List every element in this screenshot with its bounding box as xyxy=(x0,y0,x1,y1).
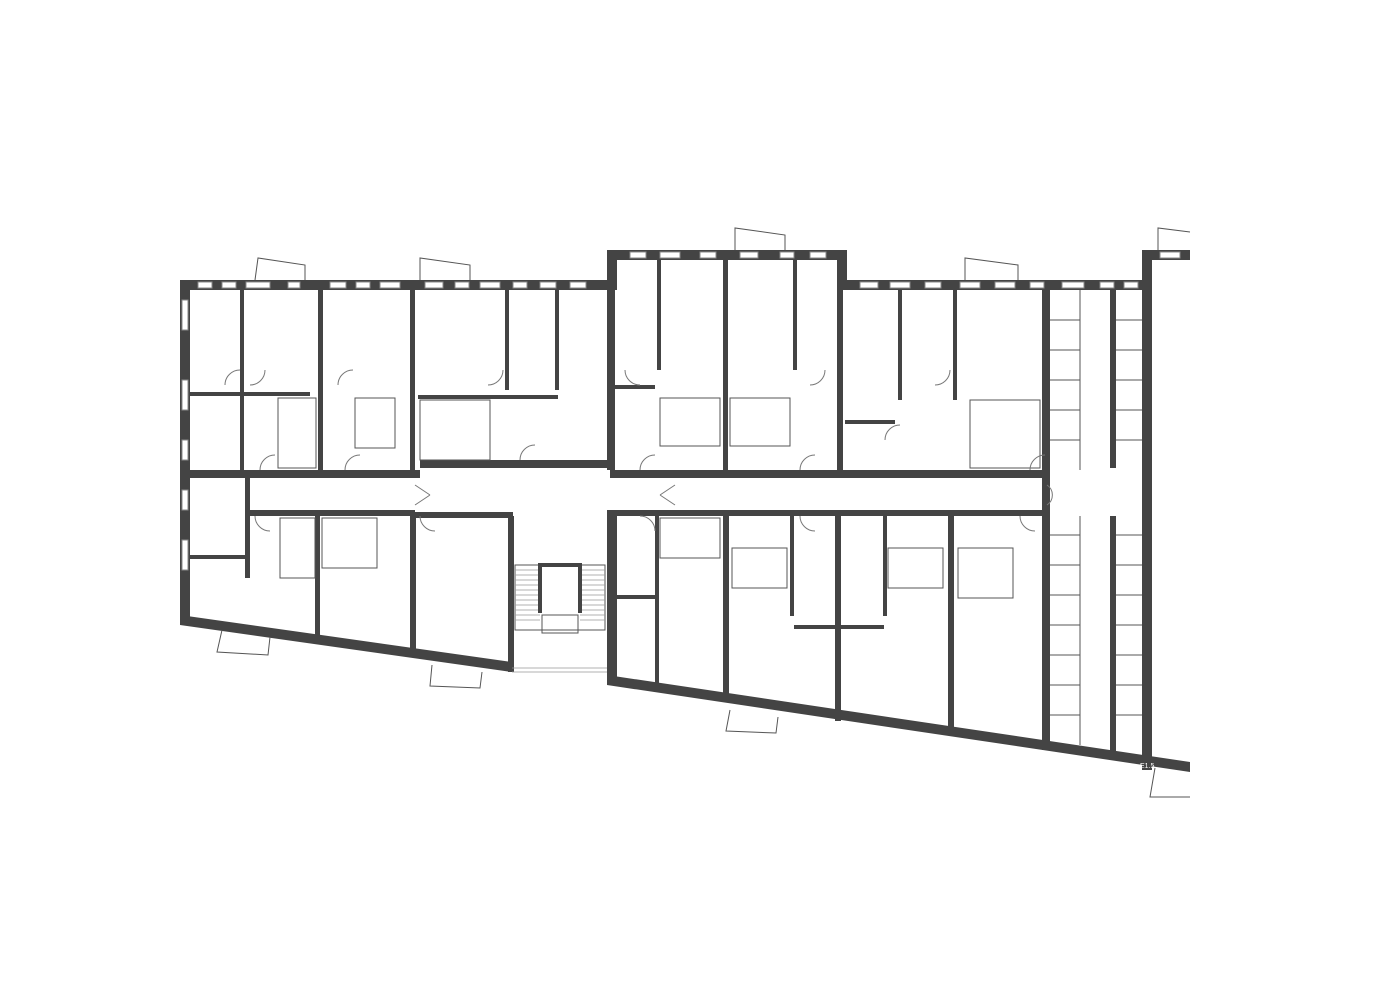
windows xyxy=(181,251,1181,571)
stair-core xyxy=(512,563,607,673)
room-label: E1.5 xyxy=(1140,763,1155,770)
corridor-walls xyxy=(180,290,1050,750)
balconies xyxy=(216,227,1191,798)
interior-walls xyxy=(190,260,1116,756)
bathrooms xyxy=(277,397,1041,599)
doors xyxy=(224,369,1053,532)
room-label-text: E1.5 xyxy=(1140,763,1155,770)
storage-cells xyxy=(1050,290,1142,745)
